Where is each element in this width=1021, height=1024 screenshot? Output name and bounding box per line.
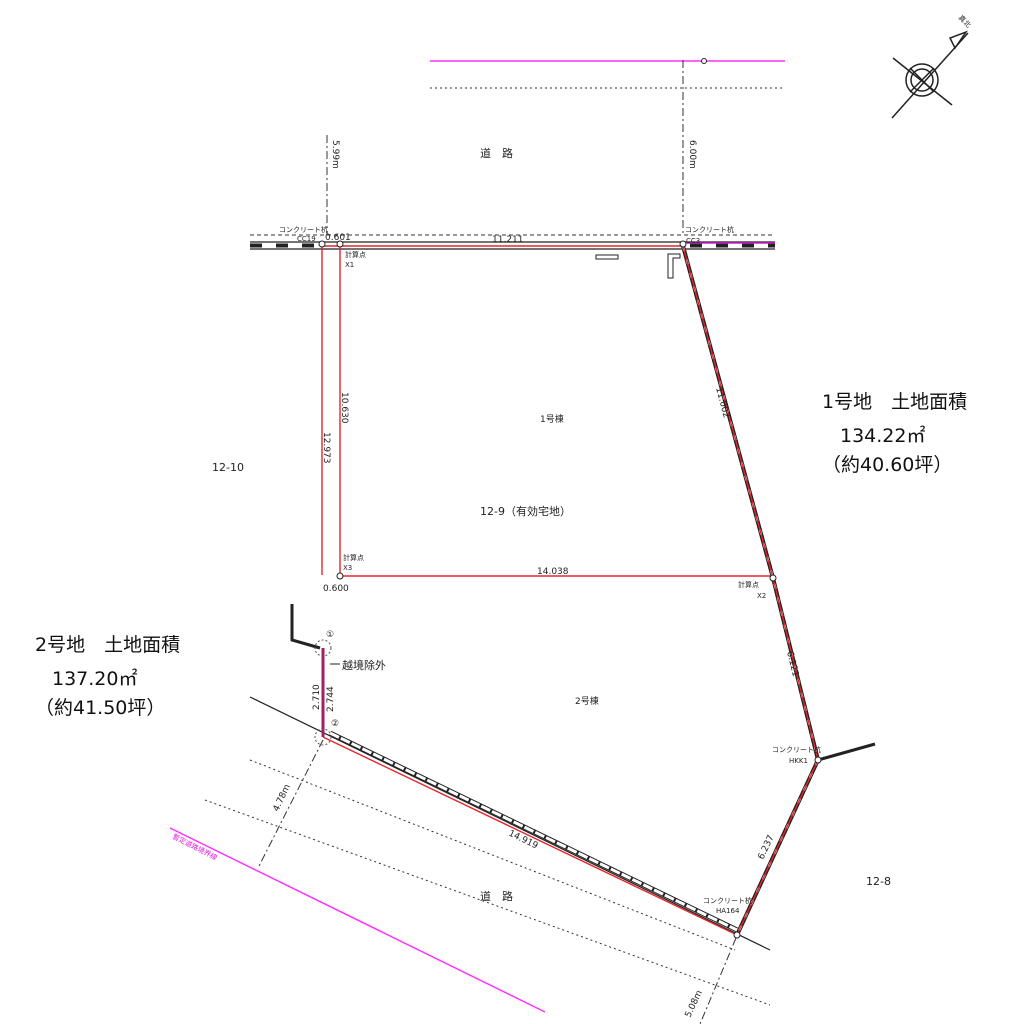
dim-off-top: 0.601: [325, 233, 351, 243]
lot1-tsubo: （約40.60坪）: [822, 454, 952, 476]
dim-right-mid: 6.121: [784, 650, 800, 677]
dim-left: 12.973: [321, 432, 331, 464]
dim-road-bottom-left: 4.78m: [272, 783, 293, 813]
parcel-center: 12-9（有効宅地）: [480, 504, 571, 518]
ha164-label: HA164: [716, 907, 740, 915]
lot-boundary: [321, 245, 819, 936]
lot1-area: 134.22㎡: [840, 424, 925, 447]
x3-type: 計算点: [343, 553, 364, 562]
hkk1-label: HKK1: [789, 757, 808, 765]
dim-road-bottom-right: 5.08m: [684, 989, 705, 1019]
provisional-boundary-label: 暫定道路境界線: [171, 832, 219, 862]
building-1: 1号棟: [540, 413, 564, 425]
top-road-label: 道 路: [480, 146, 513, 160]
lot2-title: 2号地 土地面積: [35, 634, 180, 656]
dim-enc-a: 2.710: [312, 684, 322, 710]
cc19-label: CC19: [297, 235, 316, 243]
cc3-type: コンクリート杭: [685, 225, 734, 234]
dim-enc-b: 2.744: [326, 686, 336, 712]
dim-top: 11.211: [492, 235, 524, 245]
lot2-area: 137.20㎡: [52, 667, 137, 690]
x3-label: X3: [343, 564, 352, 572]
cc19-type: コンクリート杭: [279, 225, 328, 234]
encroach-label: 越境除外: [342, 658, 386, 672]
x2-type: 計算点: [738, 580, 759, 589]
lot2-tsubo: （約41.50坪）: [35, 697, 165, 719]
building-2: 2号棟: [575, 695, 599, 707]
point-2: ②: [331, 719, 339, 729]
dim-x3-x2: 14.038: [537, 567, 569, 577]
x1-type: 計算点: [345, 250, 366, 259]
ha164-type: コンクリート杭: [703, 896, 752, 905]
cc3-label: CC3: [686, 237, 700, 245]
x2-label: X2: [757, 592, 766, 600]
north-label: 真北: [957, 13, 973, 29]
dim-off-mid: 0.600: [323, 584, 349, 594]
provisional-road-boundary: [169, 827, 546, 1013]
bottom-road-label: 道 路: [480, 889, 513, 903]
dim-road-top-left: 5.99m: [330, 140, 340, 169]
hkk1-type: コンクリート杭: [772, 745, 821, 754]
lot1-title: 1号地 土地面積: [822, 391, 967, 413]
dim-right-upper: 11.002: [713, 386, 731, 419]
dim-road-top-right: 6.00m: [687, 140, 697, 169]
north-arrow-icon: [891, 30, 969, 119]
dim-x1-x3: 10.630: [339, 392, 349, 424]
parcel-left: 12-10: [212, 461, 244, 474]
x1-label: X1: [345, 261, 354, 269]
point-1: ①: [326, 630, 334, 640]
parcel-right: 12-8: [866, 875, 891, 888]
